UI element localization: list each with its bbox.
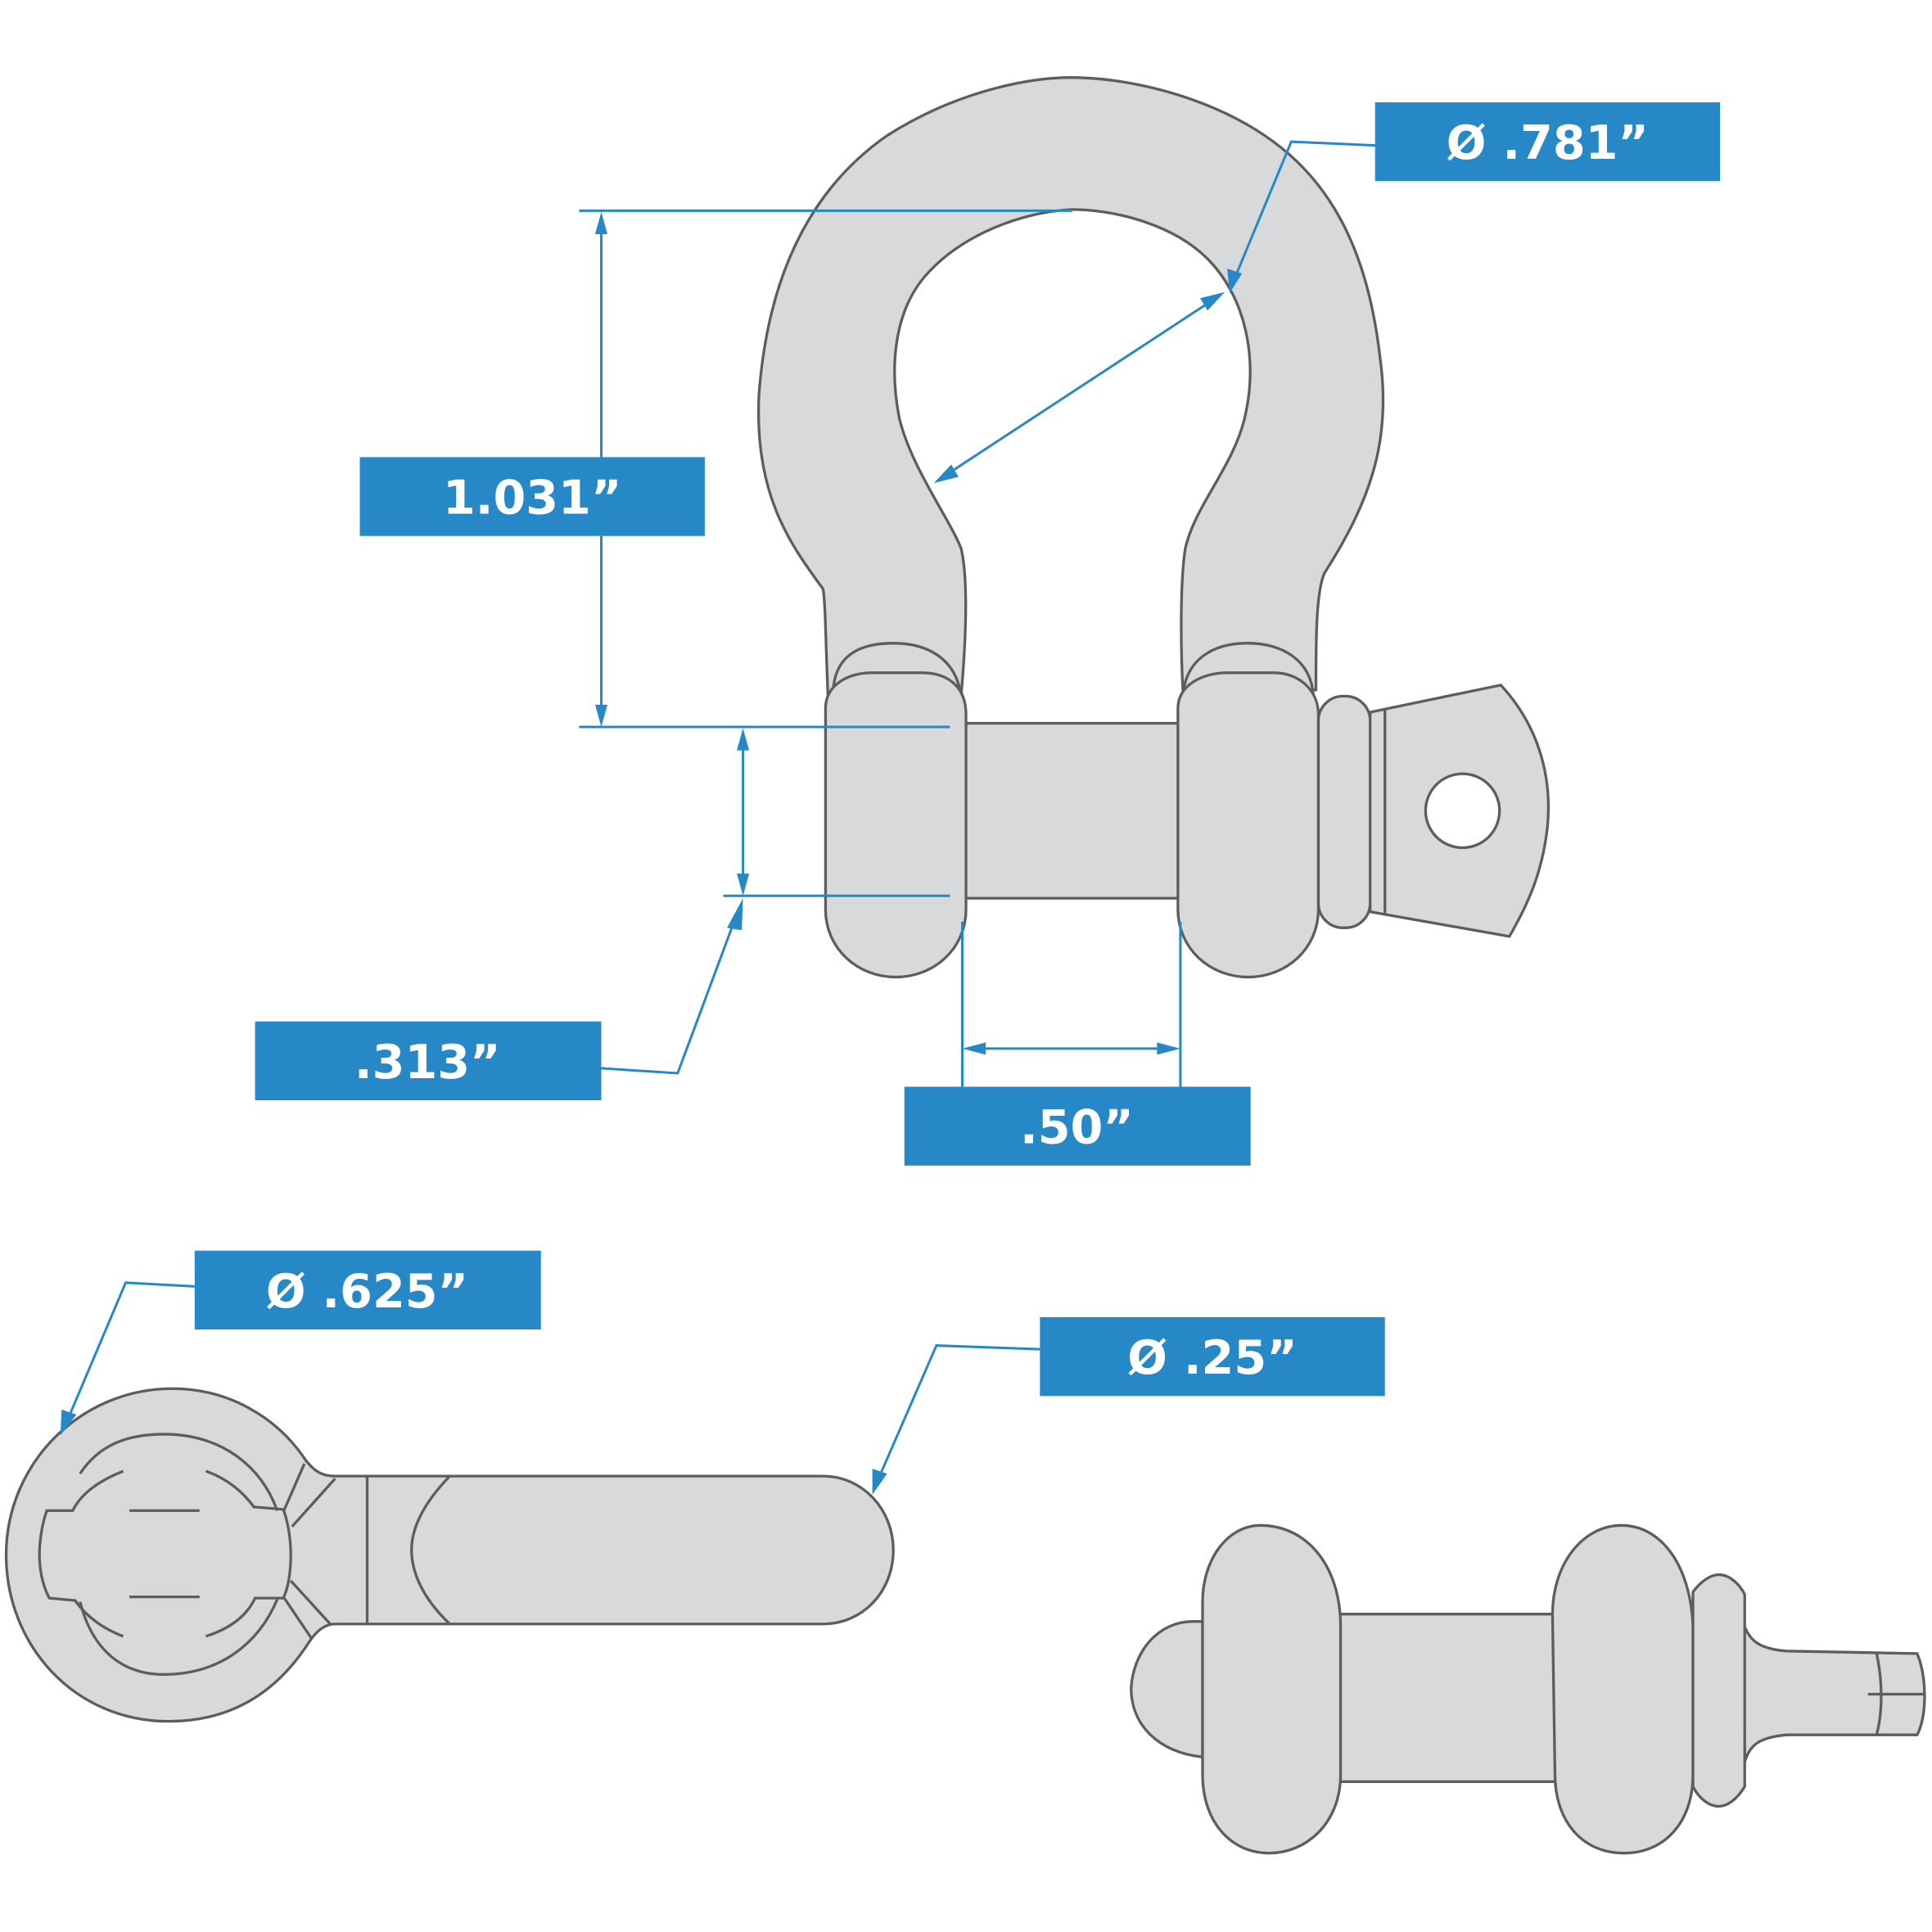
leader-pin-offset	[601, 914, 738, 1075]
label-inside-length-text: 1.031”	[443, 472, 621, 526]
leader-bow-diameter	[1233, 140, 1375, 279]
label-inside-length: 1.031”	[359, 457, 705, 536]
label-inside-width-text: .50”	[1020, 1101, 1134, 1155]
top-left-ear	[1201, 1523, 1343, 1855]
top-tail-edge	[1867, 1653, 1925, 1736]
arrow-up-icon	[594, 211, 608, 234]
top-right-ear	[1551, 1523, 1695, 1855]
arrow-down-icon	[737, 873, 750, 896]
arrow-leader-icon	[872, 1469, 887, 1495]
pin-eye-neck	[282, 1463, 336, 1640]
label-bow-diameter: Ø .781”	[1375, 102, 1721, 182]
top-collar	[1691, 1573, 1746, 1808]
label-pin-offset: .313”	[255, 1021, 602, 1101]
pin-shaft-start	[410, 1474, 451, 1625]
pin-eye-inner-ring	[79, 1433, 279, 1677]
left-ear	[824, 671, 968, 979]
label-inside-width: .50”	[904, 1086, 1251, 1166]
front-view	[756, 76, 1551, 979]
shackle-bow	[756, 76, 1385, 698]
pin-eye	[4, 1387, 895, 1723]
pin-eye-head	[38, 1469, 292, 1638]
leader-pin-diameter	[877, 1344, 1040, 1479]
right-ear	[1176, 671, 1320, 979]
label-pin-offset-text: .313”	[354, 1036, 501, 1090]
top-view	[1130, 1523, 1926, 1855]
arrow-diag-icon	[933, 464, 959, 483]
arrow-leader-icon	[1227, 269, 1243, 294]
pin-collar	[1316, 694, 1372, 929]
label-eye-diameter-text: Ø .625”	[266, 1265, 468, 1319]
arrow-right-icon	[1157, 1042, 1180, 1055]
arrow-leader-icon	[727, 898, 743, 931]
arrow-left-icon	[962, 1042, 986, 1055]
label-pin-diameter-text: Ø .25”	[1127, 1331, 1297, 1385]
arrow-down-icon	[594, 704, 608, 728]
label-pin-diameter: Ø .25”	[1040, 1316, 1385, 1397]
pin-end-view	[4, 1387, 895, 1723]
top-pin-shaft	[1335, 1613, 1558, 1784]
arrow-leader-icon	[60, 1409, 77, 1436]
top-left-stub	[1130, 1620, 1204, 1758]
label-bow-diameter-text: Ø .781”	[1447, 116, 1649, 170]
label-eye-diameter: Ø .625”	[194, 1250, 541, 1330]
dim-bow-diameter-line	[948, 300, 1211, 475]
pin-shaft	[959, 721, 1185, 900]
dimension-lines	[60, 140, 1375, 1495]
arrow-up-icon	[737, 728, 750, 751]
arrow-diag-icon	[1199, 291, 1226, 311]
pin-tab-hole	[1424, 772, 1501, 850]
leader-eye-diameter	[66, 1281, 195, 1420]
